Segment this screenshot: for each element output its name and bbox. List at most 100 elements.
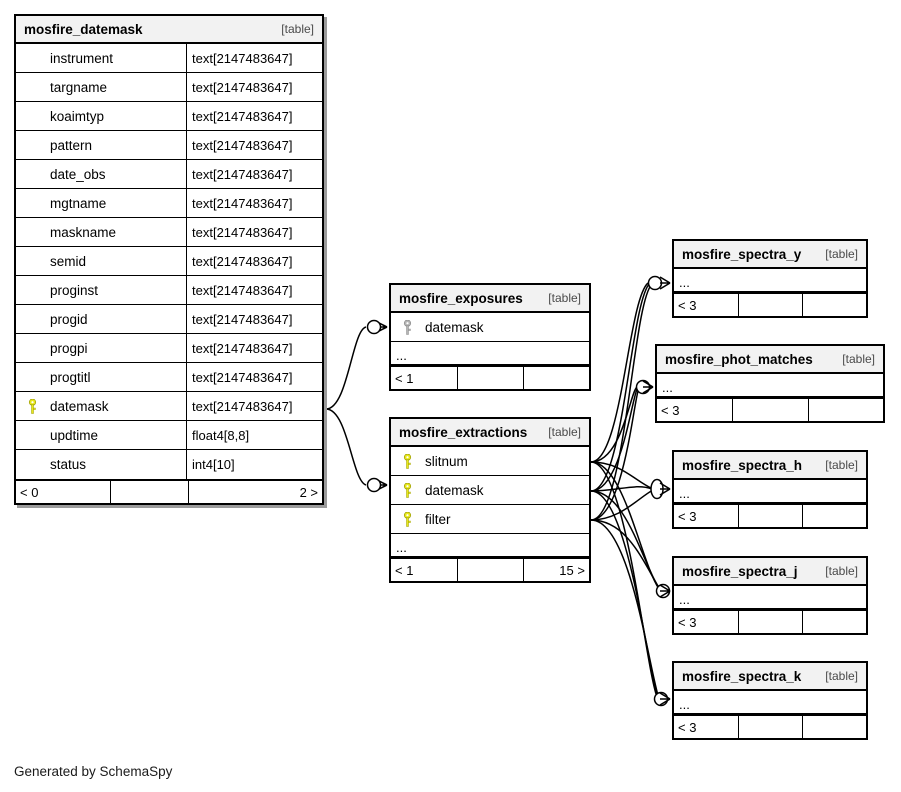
table-type-tag: [table] bbox=[548, 291, 581, 305]
table-row-ellipsis: ... bbox=[391, 342, 589, 365]
table-mosfire-spectra-k[interactable]: mosfire_spectra_k [table] ... < 3 bbox=[672, 661, 868, 740]
column-name: koaimtyp bbox=[50, 108, 105, 124]
column-type: text[2147483647] bbox=[186, 160, 322, 188]
table-footer: < 3 bbox=[674, 503, 866, 527]
footer-child-count bbox=[801, 611, 866, 633]
table-mosfire-spectra-j[interactable]: mosfire_spectra_j [table] ... < 3 bbox=[672, 556, 868, 635]
table-row[interactable]: progid text[2147483647] bbox=[16, 305, 322, 334]
footer-parent-count: < 3 bbox=[678, 719, 697, 735]
primary-key-icon bbox=[403, 511, 411, 527]
edge-endpoint-extractions bbox=[366, 477, 382, 493]
footer-middle bbox=[737, 611, 802, 633]
table-row[interactable]: progtitl text[2147483647] bbox=[16, 363, 322, 392]
column-name: slitnum bbox=[425, 453, 468, 469]
table-row-ellipsis: ... bbox=[674, 586, 866, 609]
key-slot bbox=[397, 511, 417, 527]
table-row-primary-key[interactable]: datemask bbox=[391, 476, 589, 505]
column-name: instrument bbox=[50, 50, 114, 66]
table-row[interactable]: pattern text[2147483647] bbox=[16, 131, 322, 160]
table-name: mosfire_spectra_j bbox=[682, 563, 798, 579]
table-row[interactable]: proginst text[2147483647] bbox=[16, 276, 322, 305]
table-row[interactable]: maskname text[2147483647] bbox=[16, 218, 322, 247]
footer-child-count bbox=[801, 505, 866, 527]
table-row-ellipsis: ... bbox=[657, 374, 883, 397]
table-row-ellipsis: ... bbox=[674, 480, 866, 503]
table-header: mosfire_datemask [table] bbox=[16, 16, 322, 44]
table-row-foreign-key[interactable]: datemask bbox=[391, 313, 589, 342]
column-name: filter bbox=[425, 511, 451, 527]
column-name: maskname bbox=[50, 224, 117, 240]
footer-parent-count: < 3 bbox=[661, 402, 680, 418]
edge-endpoint-phot-matches bbox=[635, 379, 651, 395]
table-row-ellipsis: ... bbox=[391, 534, 589, 557]
foreign-key-icon bbox=[403, 319, 411, 335]
primary-key-icon bbox=[403, 482, 411, 498]
ellipsis-label: ... bbox=[679, 697, 690, 712]
table-name: mosfire_phot_matches bbox=[665, 351, 813, 367]
column-name: datemask bbox=[50, 398, 109, 414]
footer-middle bbox=[456, 559, 523, 581]
ellipsis-label: ... bbox=[679, 592, 690, 607]
edge-datemask-exposures bbox=[325, 326, 367, 410]
table-header: mosfire_phot_matches [table] bbox=[657, 346, 883, 374]
table-mosfire-spectra-h[interactable]: mosfire_spectra_h [table] ... < 3 bbox=[672, 450, 868, 529]
table-row[interactable]: targname text[2147483647] bbox=[16, 73, 322, 102]
column-name: progtitl bbox=[50, 369, 91, 385]
column-type: text[2147483647] bbox=[186, 44, 322, 72]
table-row[interactable]: mgtname text[2147483647] bbox=[16, 189, 322, 218]
table-name: mosfire_datemask bbox=[24, 21, 143, 37]
edge-endpoint-spectra-j bbox=[655, 583, 671, 599]
column-type: int4[10] bbox=[186, 450, 322, 479]
table-row[interactable]: status int4[10] bbox=[16, 450, 322, 479]
table-type-tag: [table] bbox=[825, 247, 858, 261]
table-mosfire-extractions[interactable]: mosfire_extractions [table] slitnum bbox=[389, 417, 591, 583]
footer-middle bbox=[737, 505, 802, 527]
column-name: date_obs bbox=[50, 166, 106, 182]
ellipsis-label: ... bbox=[679, 275, 690, 290]
table-type-tag: [table] bbox=[825, 564, 858, 578]
table-row-primary-key[interactable]: filter bbox=[391, 505, 589, 534]
table-row[interactable]: date_obs text[2147483647] bbox=[16, 160, 322, 189]
column-name: pattern bbox=[50, 137, 93, 153]
table-footer: < 1 bbox=[391, 365, 589, 389]
table-header: mosfire_spectra_k [table] bbox=[674, 663, 866, 691]
column-type: text[2147483647] bbox=[186, 363, 322, 391]
edge-endpoint-spectra-k bbox=[653, 691, 669, 707]
table-row[interactable]: progpi text[2147483647] bbox=[16, 334, 322, 363]
table-type-tag: [table] bbox=[842, 352, 875, 366]
footer-middle bbox=[732, 399, 807, 421]
table-mosfire-phot-matches[interactable]: mosfire_phot_matches [table] ... < 3 bbox=[655, 344, 885, 423]
ellipsis-label: ... bbox=[396, 348, 407, 363]
column-name: mgtname bbox=[50, 195, 107, 211]
footer-parent-count: < 1 bbox=[395, 370, 414, 386]
primary-key-icon bbox=[403, 453, 411, 469]
footer-child-count: 15 > bbox=[522, 559, 589, 581]
table-mosfire-exposures[interactable]: mosfire_exposures [table] datemask ... bbox=[389, 283, 591, 391]
table-row-primary-key[interactable]: datemask text[2147483647] bbox=[16, 392, 322, 421]
footer-middle bbox=[737, 294, 802, 316]
footer-parent-count: < 3 bbox=[678, 614, 697, 630]
column-type: text[2147483647] bbox=[186, 392, 322, 420]
footer-parent-count: < 3 bbox=[678, 508, 697, 524]
table-type-tag: [table] bbox=[825, 669, 858, 683]
column-name: progpi bbox=[50, 340, 88, 356]
table-type-tag: [table] bbox=[281, 22, 314, 36]
footer-parent-count: < 1 bbox=[395, 562, 414, 578]
table-row-primary-key[interactable]: slitnum bbox=[391, 447, 589, 476]
table-mosfire-spectra-y[interactable]: mosfire_spectra_y [table] ... < 3 bbox=[672, 239, 868, 318]
table-row[interactable]: semid text[2147483647] bbox=[16, 247, 322, 276]
primary-key-icon bbox=[28, 398, 36, 414]
edge-endpoint-exposures bbox=[366, 319, 382, 335]
table-row[interactable]: koaimtyp text[2147483647] bbox=[16, 102, 322, 131]
table-row[interactable]: updtime float4[8,8] bbox=[16, 421, 322, 450]
table-header: mosfire_exposures [table] bbox=[391, 285, 589, 313]
column-type: text[2147483647] bbox=[186, 334, 322, 362]
edge-endpoint-spectra-h bbox=[650, 478, 664, 500]
column-type: text[2147483647] bbox=[186, 247, 322, 275]
table-mosfire-datemask[interactable]: mosfire_datemask [table] instrument text… bbox=[14, 14, 324, 505]
table-name: mosfire_extractions bbox=[399, 424, 528, 440]
footer-middle bbox=[110, 481, 188, 503]
table-row[interactable]: instrument text[2147483647] bbox=[16, 44, 322, 73]
table-header: mosfire_extractions [table] bbox=[391, 419, 589, 447]
